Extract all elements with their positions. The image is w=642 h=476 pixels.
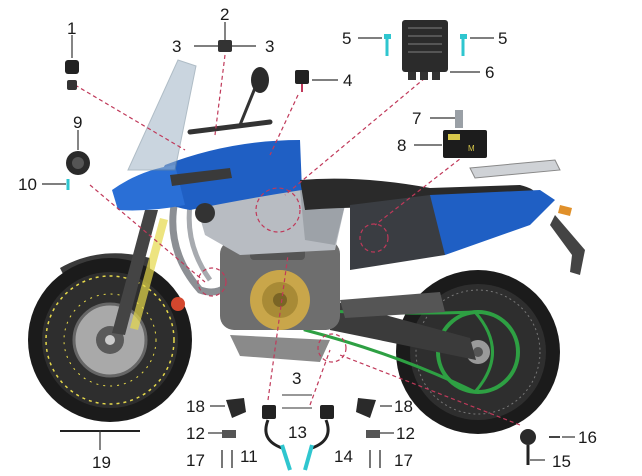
callout-13: 13	[288, 423, 307, 442]
callout-18-right: 18	[394, 397, 413, 416]
front-wheel	[28, 258, 192, 422]
callout-11: 11	[240, 447, 258, 466]
callout-10: 10	[18, 175, 37, 194]
part-7-battery-bolt-icon	[455, 110, 463, 128]
handlebar	[187, 119, 273, 135]
callout-6: 6	[485, 63, 494, 82]
callout-15: 15	[552, 452, 571, 471]
callout-5-right: 5	[498, 29, 507, 48]
part-11-sensor-icon	[262, 405, 292, 471]
callout-7: 7	[412, 109, 421, 128]
part-14-sensor-icon	[303, 405, 334, 471]
callout-17-left: 17	[186, 451, 205, 470]
callout-1: 1	[67, 19, 76, 38]
skid-plate	[230, 335, 330, 362]
callout-12-right: 12	[396, 424, 415, 443]
callout-3-right: 3	[265, 37, 274, 56]
callout-4: 4	[343, 71, 352, 90]
exhaust	[340, 292, 445, 318]
part-17-bolt-icon	[221, 450, 381, 468]
callout-9: 9	[73, 113, 82, 132]
part-9-horn-icon	[66, 151, 90, 175]
callout-numbers: 1 2 3 3 4 5 5 6 7 8 9 10 3 18 18 12 12 1…	[18, 5, 597, 472]
callout-17-right: 17	[394, 451, 413, 470]
part-5-bolt-icon	[384, 34, 467, 56]
callout-19: 19	[92, 453, 111, 472]
part-15-sensor-icon	[520, 429, 536, 465]
callout-8: 8	[397, 136, 406, 155]
part-8-battery-icon: M	[443, 130, 487, 158]
front-fairing	[112, 165, 185, 211]
front-fork	[112, 210, 158, 335]
callout-5-left: 5	[342, 29, 351, 48]
callout-3-left: 3	[172, 37, 181, 56]
part-12-clip-icon	[222, 430, 380, 438]
motorcycle-illustration	[28, 59, 585, 434]
windscreen	[127, 59, 197, 171]
rear-rack	[469, 159, 561, 179]
battery-label: M	[468, 144, 475, 153]
leader-lines	[74, 54, 521, 426]
part-6-regulator-icon	[402, 20, 448, 80]
callout-3-lower: 3	[292, 369, 301, 388]
callout-18-left: 18	[186, 397, 205, 416]
mirror	[251, 67, 269, 93]
callout-2: 2	[220, 5, 229, 24]
part-18-bracket-icon	[226, 398, 376, 418]
tail-light	[558, 205, 572, 216]
callout-16: 16	[578, 428, 597, 447]
callout-leaders	[42, 22, 575, 461]
callout-14: 14	[334, 447, 353, 466]
part-3-screws-lower-icon	[282, 394, 312, 409]
part-4-switch-icon	[295, 70, 309, 92]
rear-body	[427, 190, 555, 255]
part-1-relay-icon	[65, 60, 79, 90]
callout-12-left: 12	[186, 424, 205, 443]
part-2-sensor-icon	[194, 40, 256, 52]
